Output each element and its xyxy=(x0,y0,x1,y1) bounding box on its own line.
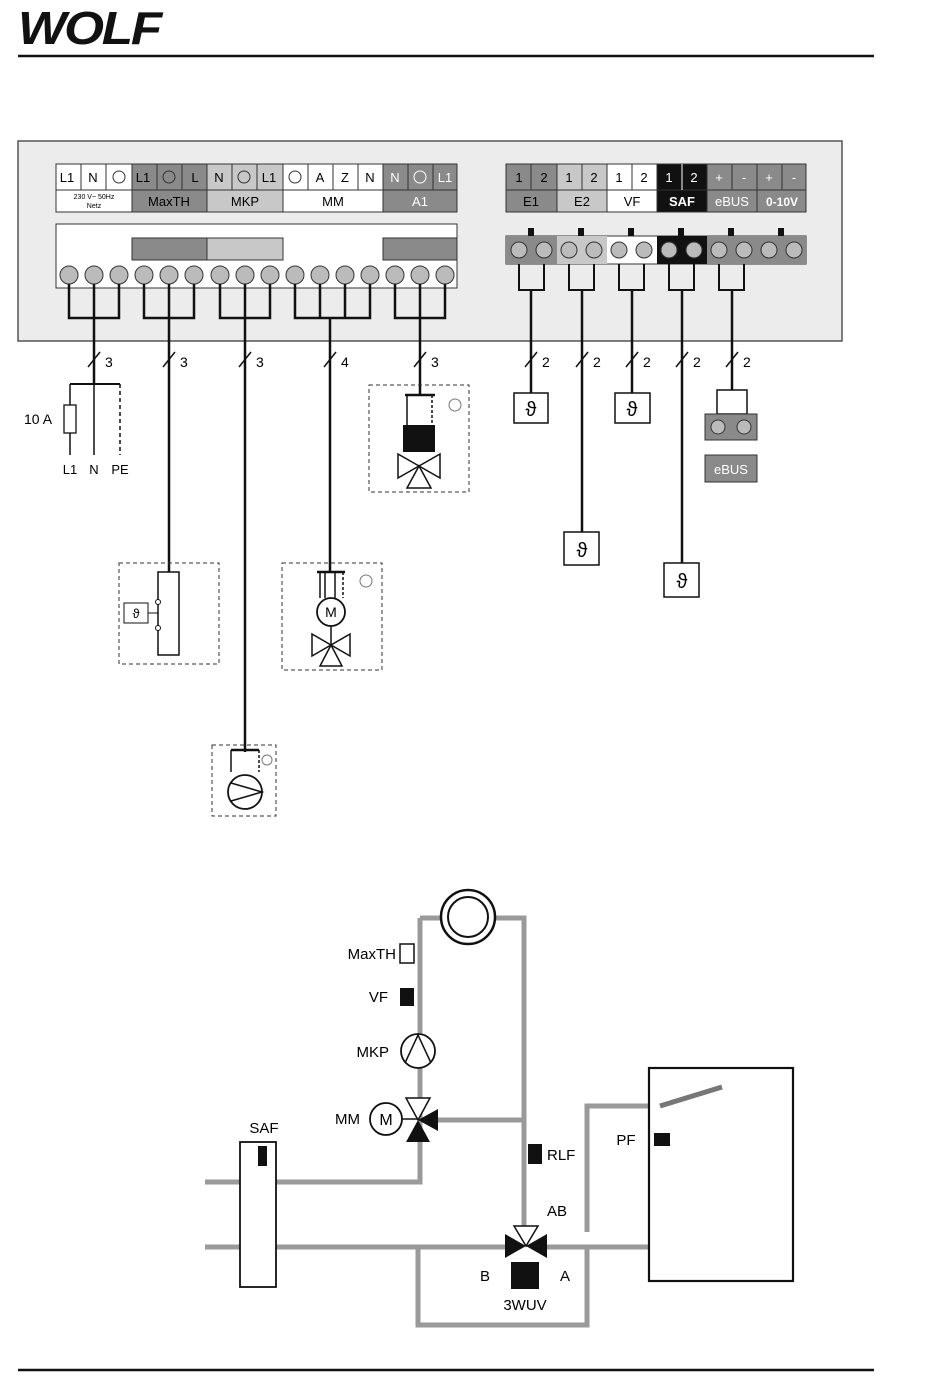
pin-label: N xyxy=(390,170,399,185)
fuse-label: 10 A xyxy=(24,411,53,427)
ebus-connector: eBUS xyxy=(705,390,757,482)
pump-device xyxy=(212,745,276,816)
cable-count: 4 xyxy=(341,354,349,370)
group-label-mkp: MKP xyxy=(231,194,259,209)
cable-count: 3 xyxy=(431,354,439,370)
pump-icon xyxy=(228,775,262,809)
sensor-symbol: ϑ xyxy=(132,606,140,621)
three-way-valve-icon xyxy=(398,454,440,488)
cable-count: 3 xyxy=(256,354,264,370)
group-label-saf: SAF xyxy=(669,194,695,209)
fuse-icon xyxy=(64,405,76,433)
pin-label: L1 xyxy=(438,170,452,185)
max-thermostat-device: ϑ xyxy=(119,563,219,664)
pump-icon xyxy=(401,1034,435,1068)
sensor-saf: ϑ xyxy=(664,563,699,597)
group-label-netz: 230 V~ 50Hz xyxy=(74,194,115,201)
pin-label: 2 xyxy=(690,170,697,185)
pin-label: A xyxy=(316,170,325,185)
label-rlf: RLF xyxy=(547,1147,575,1164)
label-mm: MM xyxy=(335,1111,360,1128)
hydraulic-scheme: MaxTH VF MKP M MM RLF SAF AB B A 3WUV xyxy=(205,890,793,1325)
mains-connection: 10 A L1 N PE xyxy=(24,384,129,477)
boiler-icon xyxy=(441,890,495,944)
label-a: A xyxy=(560,1268,570,1285)
pin-label: + xyxy=(715,170,723,185)
motor-symbol: M xyxy=(325,604,337,620)
label-vf: VF xyxy=(369,989,388,1006)
conductor-label: N xyxy=(89,462,98,477)
pin-label: - xyxy=(792,170,796,185)
pin-label: L1 xyxy=(262,170,276,185)
pin-label: Z xyxy=(341,170,349,185)
sensor-symbol: ϑ xyxy=(677,571,688,593)
sensor-symbol: ϑ xyxy=(577,540,588,562)
group-label-netz-2: Netz xyxy=(87,203,102,210)
pin-label: - xyxy=(742,170,746,185)
group-label-vf: VF xyxy=(624,194,641,209)
pin-label: L1 xyxy=(60,170,74,185)
pin-label: N xyxy=(214,170,223,185)
group-label-mm: MM xyxy=(322,194,344,209)
pin-label: 1 xyxy=(665,170,672,185)
cable-count: 2 xyxy=(743,354,751,370)
cable-count: 2 xyxy=(693,354,701,370)
pin-label: L xyxy=(191,170,198,185)
wolf-logo: WOLF xyxy=(18,2,164,54)
cable-count: 3 xyxy=(105,354,113,370)
cable-count: 2 xyxy=(593,354,601,370)
label-maxth: MaxTH xyxy=(348,946,396,963)
sensor-vf: ϑ xyxy=(615,393,650,423)
hot-water-storage xyxy=(649,1068,793,1281)
sensor-e2: ϑ xyxy=(564,532,599,565)
left-terminal-strip: L1 N 230 V~ 50Hz Netz L1 L MaxTH N L1 MK… xyxy=(56,164,457,288)
conductor-label: L1 xyxy=(63,462,77,477)
sensor-e1: ϑ xyxy=(514,393,548,423)
group-label-0-10v: 0-10V xyxy=(766,195,798,209)
pin-label: L1 xyxy=(136,170,150,185)
cable-count: 2 xyxy=(643,354,651,370)
label-mkp: MKP xyxy=(356,1044,389,1061)
label-saf: SAF xyxy=(249,1120,278,1137)
group-label-maxth: MaxTH xyxy=(148,194,190,209)
group-label-a1: A1 xyxy=(412,194,428,209)
label-motor: M xyxy=(379,1112,392,1129)
header: WOLF xyxy=(18,2,874,56)
pin-label: N xyxy=(365,170,374,185)
ebus-label: eBUS xyxy=(714,462,748,477)
label-3wuv: 3WUV xyxy=(503,1297,546,1314)
pin-label: N xyxy=(88,170,97,185)
pin-label: 2 xyxy=(540,170,547,185)
group-label-e2: E2 xyxy=(574,194,590,209)
pin-label: 1 xyxy=(515,170,522,185)
pin-label: 1 xyxy=(565,170,572,185)
conductor-label: PE xyxy=(111,462,129,477)
a1-output-device xyxy=(369,385,469,492)
group-label-e1: E1 xyxy=(523,194,539,209)
label-b: B xyxy=(480,1268,490,1285)
group-label-ebus: eBUS xyxy=(715,194,749,209)
mixer-motor-device: M xyxy=(282,563,382,670)
cable-count: 3 xyxy=(180,354,188,370)
pin-label: 1 xyxy=(615,170,622,185)
cable-count: 2 xyxy=(542,354,550,370)
label-ab: AB xyxy=(547,1203,567,1220)
sensor-symbol: ϑ xyxy=(526,399,537,421)
pin-label: 2 xyxy=(640,170,647,185)
sensor-symbol: ϑ xyxy=(627,399,638,421)
label-pf: PF xyxy=(616,1132,635,1149)
pin-label: 2 xyxy=(590,170,597,185)
pin-label: + xyxy=(765,170,773,185)
